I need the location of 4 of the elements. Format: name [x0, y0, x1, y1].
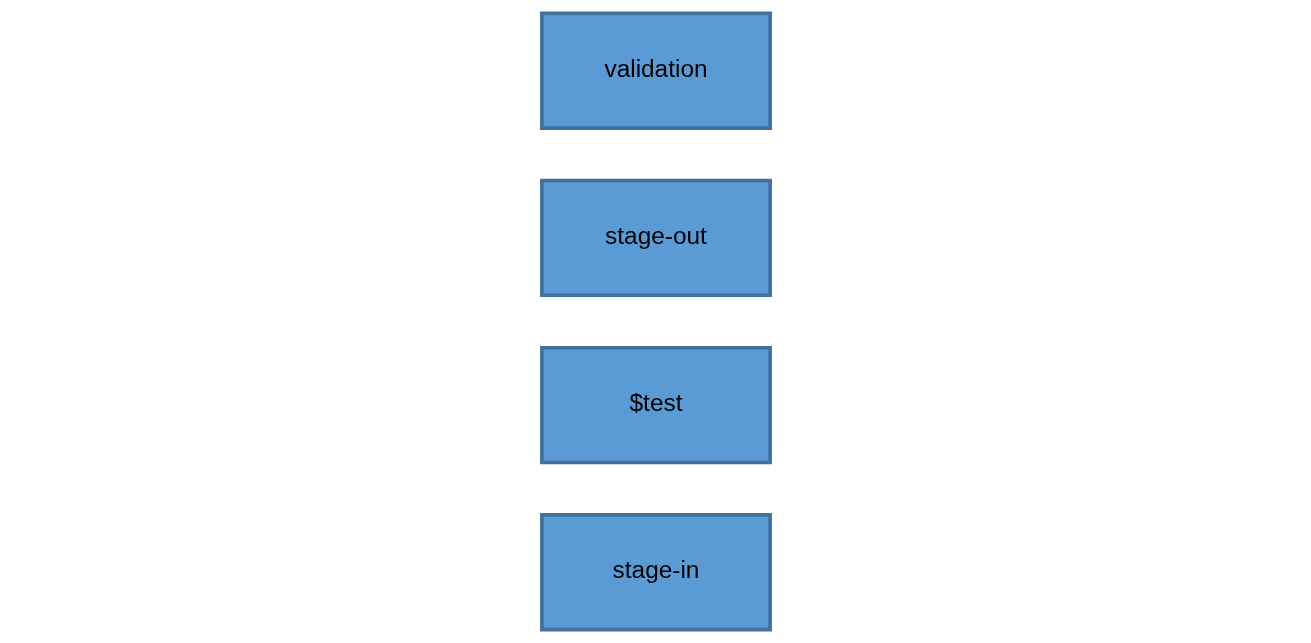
node-box: stage-in: [539, 513, 772, 632]
node-box: validation: [539, 11, 772, 130]
node-box: stage-out: [539, 178, 772, 298]
node-box: $test: [539, 345, 772, 465]
